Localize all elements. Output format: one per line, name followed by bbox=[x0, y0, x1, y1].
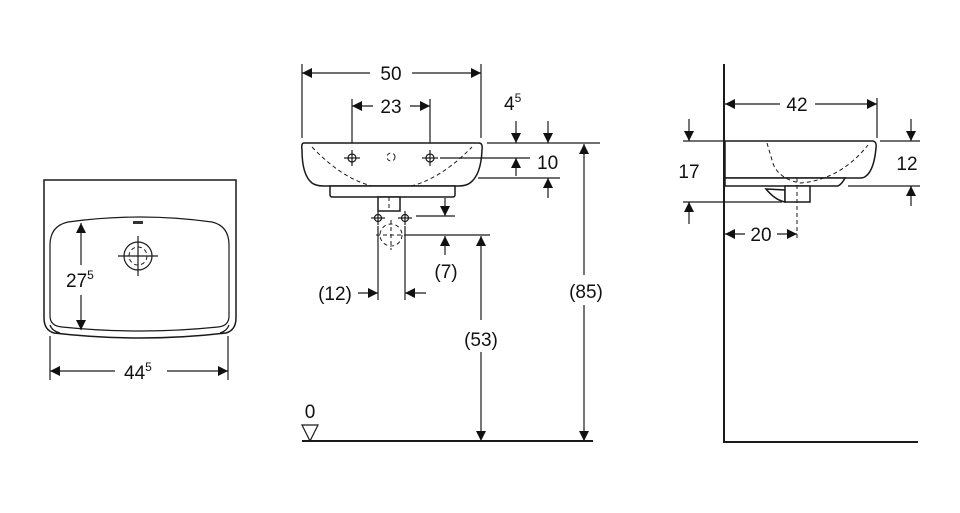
drain-icon bbox=[118, 236, 158, 276]
tap-hole-center-icon bbox=[386, 152, 396, 162]
total-height-label: (85) bbox=[569, 282, 603, 303]
overflow-mark bbox=[133, 221, 143, 224]
waste-offset-label: (12) bbox=[318, 284, 352, 305]
floor-level-icon bbox=[301, 424, 319, 443]
tap-hole-right-icon bbox=[422, 150, 438, 166]
basin-skirt bbox=[329, 185, 456, 198]
tap-hole-left-icon bbox=[344, 150, 360, 166]
waste-left-icon bbox=[371, 211, 385, 225]
projection-label: 42 bbox=[786, 95, 807, 116]
top-view: 275 445 bbox=[43, 179, 237, 384]
basin-front bbox=[301, 142, 483, 187]
basin-outline bbox=[43, 179, 237, 339]
tap-spacing-label: 23 bbox=[380, 97, 401, 118]
waste-height-offset-label: (7) bbox=[434, 262, 457, 283]
drain-offset-label: 20 bbox=[750, 225, 771, 246]
side-view: 42 17 12 20 bbox=[678, 64, 920, 443]
width-dimension-label: 50 bbox=[380, 64, 401, 85]
waste-outlet-icon bbox=[376, 220, 406, 250]
height-label: 17 bbox=[678, 162, 699, 183]
waste-height-label: (53) bbox=[464, 330, 498, 351]
floor-level-label: 0 bbox=[305, 402, 316, 423]
rim-thickness-label: 45 bbox=[504, 91, 522, 115]
front-view: 50 23 45 10 bbox=[301, 64, 603, 443]
waste-right-icon bbox=[398, 211, 412, 225]
bowl-height-label: 12 bbox=[896, 154, 917, 175]
depth-dimension-label: 275 bbox=[66, 268, 94, 292]
basin-bowl-outline bbox=[49, 216, 230, 332]
basin-side bbox=[724, 140, 877, 179]
width-dimension-label: 445 bbox=[124, 360, 152, 384]
tap-height-label: 10 bbox=[537, 153, 558, 174]
